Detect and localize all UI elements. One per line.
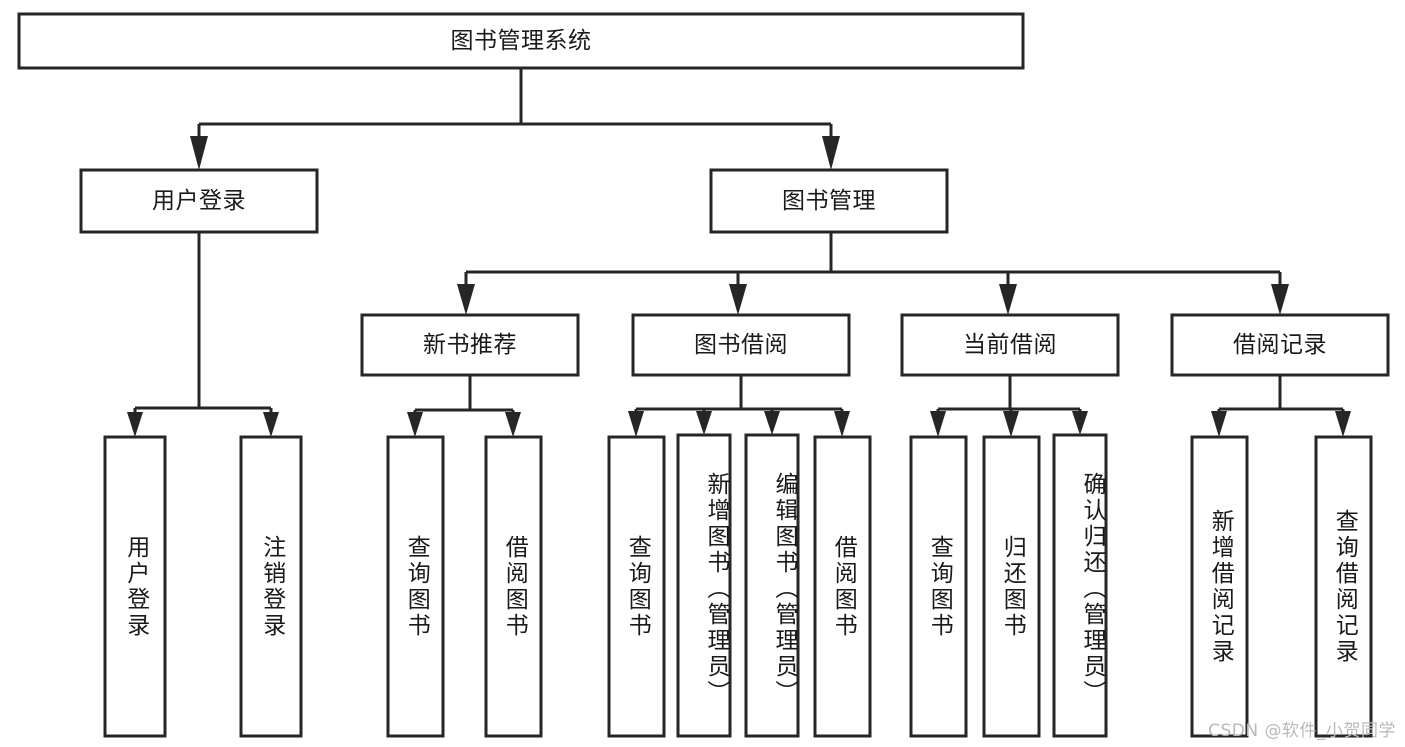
arrow-to-leaf-logout bbox=[263, 412, 279, 437]
node-box-leaf-query-book-borrow[interactable] bbox=[607, 435, 666, 738]
node-box-leaf-return-book[interactable] bbox=[982, 435, 1041, 738]
node-box-user-login[interactable] bbox=[79, 168, 319, 234]
node-box-leaf-query-book-rec[interactable] bbox=[386, 435, 445, 738]
arrow-to-user-login bbox=[190, 136, 208, 170]
node-box-leaf-edit-book[interactable] bbox=[744, 433, 800, 738]
arrow-to-leaf-query-record bbox=[1335, 411, 1351, 437]
node-box-current-borrow[interactable] bbox=[900, 313, 1120, 377]
arrow-to-current-borrow bbox=[999, 284, 1017, 315]
arrow-to-leaf-borrow-book bbox=[834, 411, 850, 437]
node-box-book-manage[interactable] bbox=[709, 168, 949, 234]
node-box-leaf-query-record[interactable] bbox=[1314, 435, 1373, 738]
arrow-to-leaf-edit-book bbox=[764, 411, 780, 435]
arrow-to-leaf-confirm-return bbox=[1072, 411, 1088, 435]
node-box-leaf-borrow-book[interactable] bbox=[813, 435, 872, 738]
node-box-leaf-confirm-return[interactable] bbox=[1052, 433, 1108, 738]
arrow-to-leaf-add-record bbox=[1211, 411, 1227, 437]
node-box-leaf-logout[interactable] bbox=[239, 435, 303, 738]
arrow-to-new-book-recommend bbox=[457, 284, 475, 315]
node-box-book-borrow[interactable] bbox=[631, 313, 851, 377]
arrow-to-leaf-query-book-current bbox=[930, 411, 946, 437]
watermark-text: CSDN @软件_小贺同学 bbox=[1208, 721, 1396, 741]
arrow-to-leaf-return-book bbox=[1003, 411, 1019, 437]
arrow-to-leaf-add-book bbox=[696, 411, 712, 435]
arrow-to-leaf-query-book-borrow bbox=[628, 411, 644, 437]
node-box-leaf-user-login[interactable] bbox=[103, 435, 167, 738]
arrow-to-leaf-query-book-rec bbox=[407, 412, 423, 437]
node-box-leaf-query-book-current[interactable] bbox=[909, 435, 968, 738]
node-box-leaf-borrow-book-rec[interactable] bbox=[484, 435, 543, 738]
arrow-to-borrow-record bbox=[1271, 284, 1289, 315]
node-box-root[interactable] bbox=[17, 12, 1025, 70]
arrow-to-book-borrow bbox=[729, 284, 747, 315]
arrow-to-leaf-borrow-book-rec bbox=[505, 412, 521, 437]
node-box-leaf-add-book[interactable] bbox=[676, 433, 732, 738]
node-box-borrow-record[interactable] bbox=[1170, 313, 1390, 377]
node-box-leaf-add-record[interactable] bbox=[1190, 435, 1249, 738]
arrow-to-book-manage bbox=[822, 136, 840, 170]
arrow-to-leaf-user-login bbox=[127, 412, 143, 437]
node-box-new-book-recommend[interactable] bbox=[360, 313, 580, 377]
